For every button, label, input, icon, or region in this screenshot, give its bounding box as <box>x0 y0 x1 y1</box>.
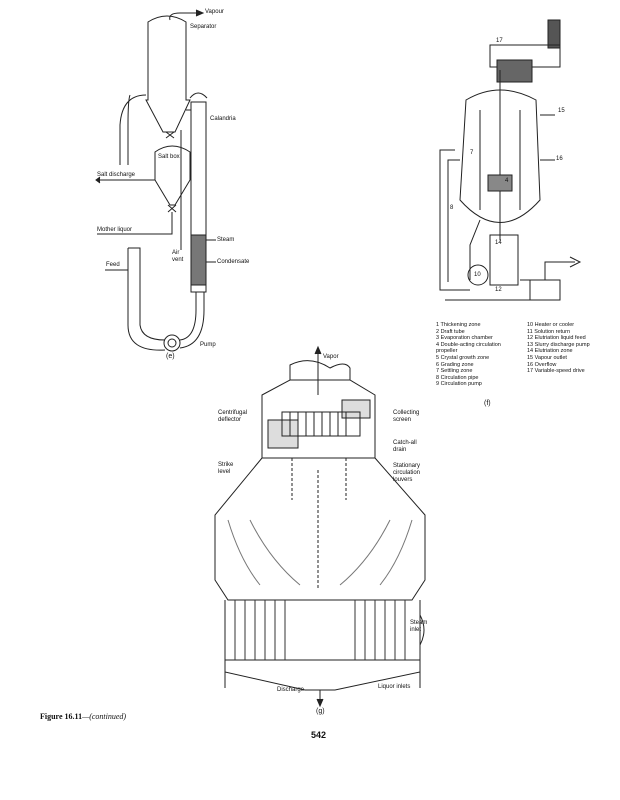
figure-e-diagram <box>95 9 216 352</box>
legend-item: 6 Grading zone <box>436 361 474 368</box>
callout-16: 16 <box>556 156 563 162</box>
page-number: 542 <box>311 730 327 740</box>
label-centrifugal-deflector: Centrifugal deflector <box>218 410 248 423</box>
legend-item: 14 Elutriation zone <box>527 348 573 355</box>
label-stationary-louvers: Stationary circulation louvers <box>393 463 421 483</box>
label-salt-box: Salt box <box>158 154 180 160</box>
callout-17: 17 <box>496 38 503 44</box>
label-condensate: Condensate <box>217 259 250 265</box>
label-feed: Feed <box>106 262 120 268</box>
callout-15: 15 <box>558 108 565 114</box>
legend-item: 17 Variable-speed drive <box>527 368 585 375</box>
figure-f-legend-right: 10 Heater or cooler 11 Solution return 1… <box>527 322 590 375</box>
legend-item: 2 Draft tube <box>436 328 465 335</box>
label-steam: Steam <box>217 237 235 243</box>
caption-suffix: —(continued) <box>82 712 127 721</box>
legend-item: 15 Vapour outlet <box>527 354 567 361</box>
caption-label: Figure 16.11 <box>40 712 83 721</box>
label-liquor-inlets: Liquor inlets <box>378 684 411 690</box>
figure-f-legend-left: 1 Thickening zone 2 Draft tube 3 Evapora… <box>436 322 516 388</box>
figure-g-diagram <box>214 345 426 708</box>
figure-f-diagram <box>439 19 582 301</box>
legend-item: 16 Overflow <box>527 361 557 368</box>
label-mother-liquor: Mother liquor <box>97 227 133 233</box>
label-vapour: Vapour <box>205 9 224 15</box>
figure-f-tag: (f) <box>484 400 491 407</box>
callout-14: 14 <box>495 240 502 246</box>
figure-e-tag: (e) <box>166 353 175 360</box>
legend-item: 7 Settling zone <box>436 368 473 375</box>
legend-item: 12 Elutriation liquid feed <box>527 335 586 342</box>
legend-item: 3 Evaporation chamber <box>436 335 493 342</box>
label-strike-level: Strike level <box>218 462 234 475</box>
callout-8: 8 <box>450 205 454 211</box>
label-separator: Separator <box>190 24 217 30</box>
label-pump: Pump <box>200 342 216 348</box>
legend-item: 1 Thickening zone <box>436 322 481 328</box>
callout-10: 10 <box>474 272 481 278</box>
label-air-vent: Air vent <box>172 250 184 263</box>
label-vapor: Vapor <box>323 354 339 360</box>
callout-7: 7 <box>470 150 474 156</box>
legend-item: 10 Heater or cooler <box>527 322 575 328</box>
callout-12: 12 <box>495 287 502 293</box>
legend-item: 13 Slurry discharge pump <box>527 341 590 348</box>
label-discharge: Discharge <box>277 687 305 693</box>
figure-caption: Figure 16.11—(continued) <box>40 712 126 721</box>
legend-item: 8 Circulation pipe <box>436 374 479 381</box>
legend-item: 5 Crystal growth zone <box>436 354 490 361</box>
label-collecting-screen: Collecting screen <box>393 410 420 423</box>
label-catch-all-drain: Catch-all drain <box>393 440 417 453</box>
label-salt-discharge: Salt discharge <box>97 172 136 178</box>
legend-item: 11 Solution return <box>527 328 571 335</box>
figure-g-tag: (g) <box>316 708 325 715</box>
legend-item: 9 Circulation pump <box>436 381 482 388</box>
label-calandria: Calandria <box>210 116 236 122</box>
callout-4: 4 <box>505 178 509 184</box>
legend-item: 4 Double-acting circulation propeller <box>436 341 501 355</box>
label-steam-inlet: Steam inlet <box>410 620 428 633</box>
